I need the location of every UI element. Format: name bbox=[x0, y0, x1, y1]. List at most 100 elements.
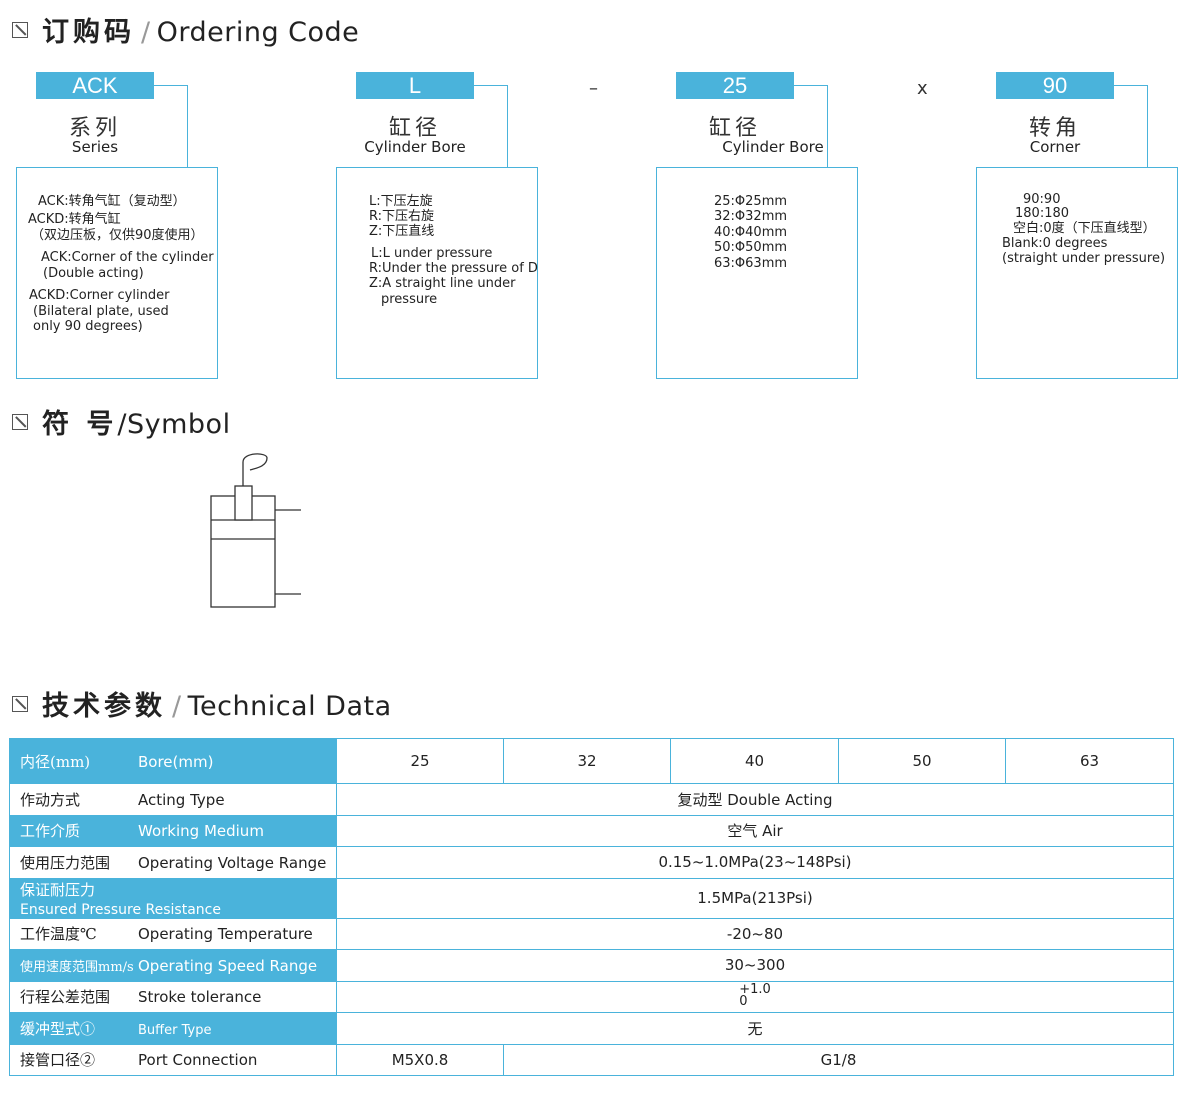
option-line: 25:Φ25mm bbox=[714, 194, 788, 209]
option-line: (straight under pressure) bbox=[1002, 251, 1166, 266]
connector-line bbox=[154, 85, 188, 168]
code-label-cn: 缸径 bbox=[708, 116, 761, 141]
section-corner-icon bbox=[12, 695, 28, 712]
connector-line bbox=[474, 85, 508, 168]
option-line: ACKD:转角气缸 bbox=[28, 212, 121, 227]
option-line: 32:Φ32mm bbox=[714, 209, 788, 224]
port-small-cell: M5X0.8 bbox=[336, 1043, 504, 1076]
code-label-cn: 缸径 bbox=[388, 116, 441, 141]
row-value-cell: 复动型 Double Acting bbox=[336, 783, 1174, 816]
option-line: 180:180 bbox=[1015, 206, 1070, 221]
code-tag-corner: 90 bbox=[996, 72, 1114, 99]
option-line: R:Under the pressure of D bbox=[369, 261, 538, 276]
option-line: 90:90 bbox=[1023, 192, 1061, 207]
technical-heading: 技术参数/Technical Data bbox=[12, 684, 392, 723]
series-options-box: ACK:转角气缸（复动型） ACKD:转角气缸 （双边压板，仅供90度使用） A… bbox=[16, 167, 218, 379]
tolerance-lower: 0 bbox=[739, 994, 748, 1010]
option-line: pressure bbox=[381, 292, 438, 307]
option-line: ACK:Corner of the cylinder bbox=[41, 250, 214, 265]
option-line: Z:下压直线 bbox=[369, 224, 435, 239]
code-separator-dash: – bbox=[589, 78, 598, 99]
section-corner-icon bbox=[12, 21, 28, 38]
technical-title-cn: 技术参数 bbox=[42, 691, 166, 722]
code-label-en: Corner bbox=[1029, 138, 1081, 156]
ordering-title-cn: 订购码 bbox=[42, 17, 135, 48]
ordering-code-heading: 订购码/Ordering Code bbox=[12, 10, 359, 49]
row-value-cell: +1.0 0 bbox=[336, 980, 1174, 1013]
bore-cell: 25 bbox=[336, 738, 504, 784]
bore-options-box: 25:Φ25mm 32:Φ32mm 40:Φ40mm 50:Φ50mm 63:Φ… bbox=[656, 167, 858, 379]
option-line: only 90 degrees) bbox=[33, 319, 143, 334]
symbol-title-en: /Symbol bbox=[117, 409, 231, 440]
bore-cell: 63 bbox=[1005, 738, 1174, 784]
port-large-cell: G1/8 bbox=[503, 1043, 1174, 1076]
technical-title-en: Technical Data bbox=[187, 691, 392, 722]
symbol-heading: 符 号/Symbol bbox=[12, 402, 231, 441]
connector-line bbox=[1114, 85, 1148, 168]
tolerance-upper: +1.0 bbox=[739, 982, 771, 998]
row-label-cell: 保证耐压力Ensured Pressure Resistance bbox=[9, 877, 337, 919]
option-line: 50:Φ50mm bbox=[714, 240, 788, 255]
ordering-bore-column: 25 缸径 Cylinder Bore 25:Φ25mm 32:Φ32mm 40… bbox=[656, 72, 860, 382]
table-row: 保证耐压力Ensured Pressure Resistance 1.5MPa(… bbox=[9, 877, 1174, 919]
option-line: R:下压右旋 bbox=[369, 209, 435, 224]
option-line: （双边压板，仅供90度使用） bbox=[31, 228, 204, 243]
row-value-cell: 无 bbox=[336, 1012, 1174, 1045]
header-label-cell: 内径(mm)Bore(mm) bbox=[9, 738, 337, 784]
code-tag-series: ACK bbox=[36, 72, 154, 99]
code-tag-bore: 25 bbox=[676, 72, 794, 99]
row-value-cell: 1.5MPa(213Psi) bbox=[336, 877, 1174, 919]
code-label-en: Series bbox=[71, 138, 119, 156]
option-line: 空白:0度（下压直线型） bbox=[1013, 221, 1156, 236]
option-line: Z:A straight line under bbox=[369, 276, 516, 291]
option-line: L:L under pressure bbox=[371, 246, 493, 261]
code-label-en: Cylinder Bore bbox=[364, 138, 466, 156]
ordering-series-column: ACK 系列 Series ACK:转角气缸（复动型） ACKD:转角气缸 （双… bbox=[16, 72, 220, 382]
ordering-title-en: Ordering Code bbox=[156, 17, 360, 48]
stroke-tolerance-value: +1.0 0 bbox=[739, 982, 771, 1010]
option-line: Blank:0 degrees bbox=[1002, 236, 1108, 251]
row-value-cell: -20~80 bbox=[336, 917, 1174, 950]
option-line: ACKD:Corner cylinder bbox=[29, 288, 170, 303]
cylinder-symbol-icon bbox=[210, 453, 301, 608]
option-line: 40:Φ40mm bbox=[714, 225, 788, 240]
code-separator-x: x bbox=[917, 78, 928, 99]
option-line: L:下压左旋 bbox=[369, 194, 433, 209]
option-line: 63:Φ63mm bbox=[714, 256, 788, 271]
ordering-mode-column: L 缸径 Cylinder Bore L:下压左旋 R:下压右旋 Z:下压直线 … bbox=[336, 72, 540, 382]
code-label-cn: 系列 bbox=[68, 116, 121, 141]
row-value-cell: 0.15~1.0MPa(23~148Psi) bbox=[336, 846, 1174, 879]
code-tag-mode: L bbox=[356, 72, 474, 99]
bore-cell: 40 bbox=[670, 738, 839, 784]
code-label-en: Cylinder Bore bbox=[722, 138, 824, 156]
section-corner-icon bbox=[12, 413, 28, 430]
ordering-corner-column: 90 转角 Corner 90:90 180:180 空白:0度（下压直线型） … bbox=[976, 72, 1180, 382]
option-line: ACK:转角气缸（复动型） bbox=[38, 194, 186, 209]
corner-options-box: 90:90 180:180 空白:0度（下压直线型） Blank:0 degre… bbox=[976, 167, 1178, 379]
option-line: (Bilateral plate, used bbox=[33, 304, 169, 319]
symbol-title-cn: 符 号 bbox=[42, 409, 118, 440]
row-value-cell: 30~300 bbox=[336, 949, 1174, 982]
row-value-cell: 空气 Air bbox=[336, 814, 1174, 847]
option-line: (Double acting) bbox=[43, 266, 144, 281]
mode-options-box: L:下压左旋 R:下压右旋 Z:下压直线 L:L under pressure … bbox=[336, 167, 538, 379]
code-label-cn: 转角 bbox=[1028, 116, 1081, 141]
bore-cell: 50 bbox=[838, 738, 1006, 784]
